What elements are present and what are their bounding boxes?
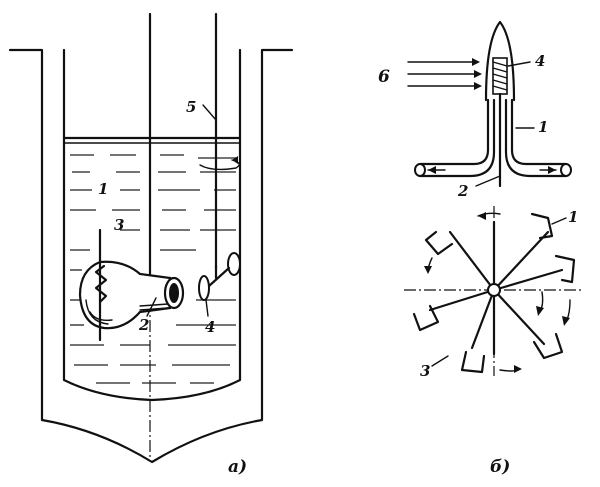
label-vane: 3 [420,362,430,380]
label-tube: 2 [138,316,149,334]
label-flow: 6 [378,67,390,87]
tube-cap [484,20,516,102]
caption-a: а) [228,457,247,477]
figure-b-tube: 6 4 1 2 [378,20,572,200]
figure-a: 1 3 2 4 5 а) [8,12,294,477]
rotation-arrow [199,159,240,171]
caption-b: б) [490,457,510,477]
label-wire: 2 [457,182,468,200]
vessel-inner-wall [62,48,242,402]
wheel-rotation-arrows [424,212,571,373]
liquid-hatching [70,154,236,384]
label-coil: 4 [535,52,545,70]
vessel-outer-wall [8,48,294,464]
label-mirror: 4 [205,318,215,336]
wheel-spokes [428,220,564,356]
label-heater: 3 [114,216,124,234]
label-rod: 5 [186,98,196,116]
incoming-flow-arrows [407,58,482,90]
label-wheel-arm: 1 [568,208,578,226]
mirror-vane [198,252,241,301]
figure-b-wheel: 1 3 б) [404,206,584,477]
heater-bulb [78,228,185,342]
label-liquid: 1 [98,180,108,198]
label-tube-arm: 1 [538,118,548,136]
